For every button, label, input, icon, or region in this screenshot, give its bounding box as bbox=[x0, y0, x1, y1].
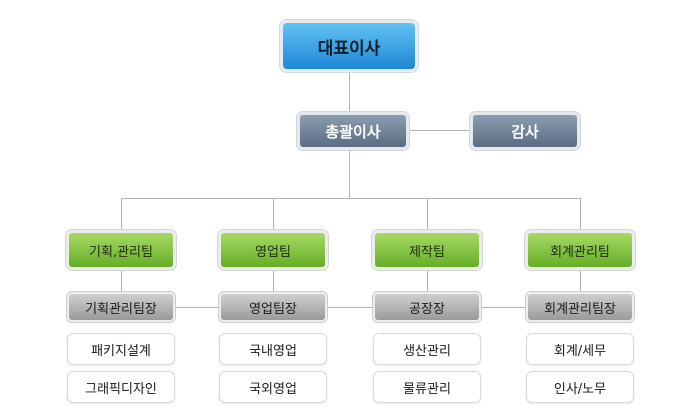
unit-label: 그래픽디자인 bbox=[85, 381, 157, 397]
leader-label: 기획관리팀장 bbox=[85, 301, 157, 317]
team-box-sales: 영업팀 bbox=[218, 230, 328, 270]
unit-box-graphic-design: 그래픽디자인 bbox=[67, 371, 175, 403]
ceo-box: 대표이사 bbox=[280, 20, 418, 72]
unit-label: 국내영업 bbox=[249, 343, 297, 359]
unit-box-package-design: 패키지설계 bbox=[67, 333, 175, 365]
unit-label: 회계/세무 bbox=[553, 343, 607, 359]
auditor-box: 감사 bbox=[470, 112, 580, 150]
unit-label: 물류관리 bbox=[403, 381, 451, 397]
unit-box-domestic-sales: 국내영업 bbox=[219, 333, 327, 365]
team-box-accounting: 회계관리팀 bbox=[525, 230, 635, 270]
leader-box-sales: 영업팀장 bbox=[219, 292, 327, 322]
ceo-label: 대표이사 bbox=[317, 38, 381, 59]
team-label: 제작팀 bbox=[409, 244, 445, 260]
leader-label: 영업팀장 bbox=[249, 301, 297, 317]
team-box-planning: 기획,관리팀 bbox=[66, 230, 176, 270]
unit-box-overseas-sales: 국외영업 bbox=[219, 371, 327, 403]
leader-box-planning: 기획관리팀장 bbox=[67, 292, 175, 322]
unit-label: 인사/노무 bbox=[553, 381, 607, 397]
unit-label: 생산관리 bbox=[403, 343, 451, 359]
leader-box-factory: 공장장 bbox=[373, 292, 481, 322]
unit-box-logistics: 물류관리 bbox=[373, 371, 481, 403]
team-label: 영업팀 bbox=[255, 244, 291, 260]
leader-box-accounting: 회계관리팀장 bbox=[526, 292, 634, 322]
team-label: 회계관리팀 bbox=[550, 244, 610, 260]
unit-box-hr-labor: 인사/노무 bbox=[526, 371, 634, 403]
unit-box-production-management: 생산관리 bbox=[373, 333, 481, 365]
unit-label: 패키지설계 bbox=[91, 343, 151, 359]
unit-label: 국외영업 bbox=[249, 381, 297, 397]
team-box-production: 제작팀 bbox=[372, 230, 482, 270]
unit-box-accounting-tax: 회계/세무 bbox=[526, 333, 634, 365]
gm-box: 총괄이사 bbox=[297, 112, 409, 150]
leader-label: 공장장 bbox=[409, 301, 445, 317]
auditor-label: 감사 bbox=[511, 122, 539, 141]
gm-label: 총괄이사 bbox=[325, 122, 381, 141]
leader-label: 회계관리팀장 bbox=[544, 301, 616, 317]
team-label: 기획,관리팀 bbox=[89, 244, 153, 260]
